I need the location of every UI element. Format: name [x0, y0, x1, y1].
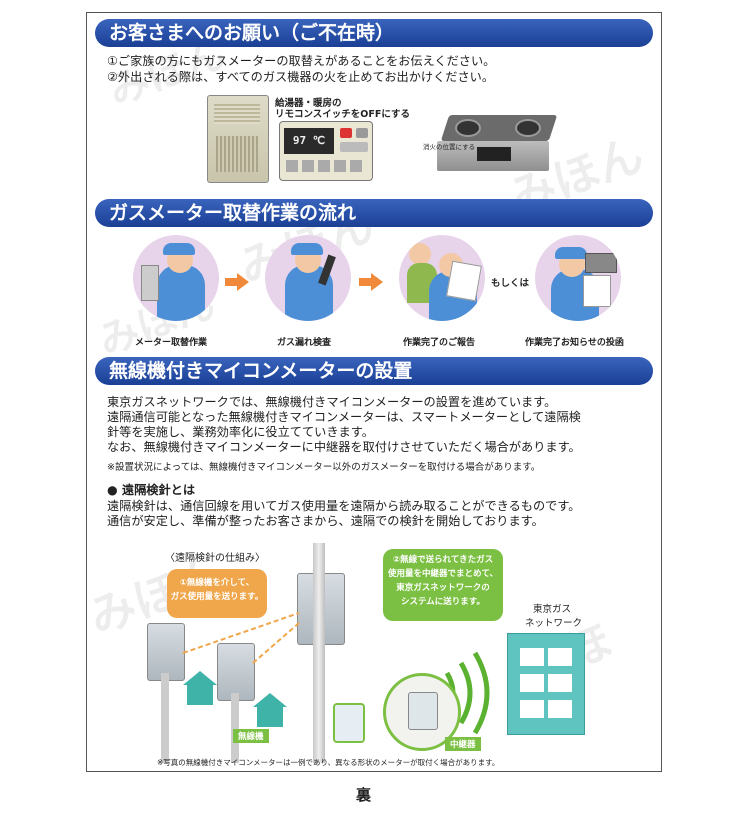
- bubble-wireless-transmission: ①無線機を介して、 ガス使用量を送ります。: [167, 569, 267, 618]
- bubble2-line2: 使用量を中継器でまとめて、: [387, 569, 499, 579]
- wireless-signal-arc: [458, 661, 473, 725]
- wireless-paragraph-2a: 遠隔通信可能となった無線機付きマイコンメーターは、スマートメーターとして遠隔検: [107, 410, 581, 424]
- step-caption-4: 作業完了お知らせの投函: [525, 338, 624, 348]
- gas-stove-illustration: [437, 109, 558, 175]
- photo-footnote: ※写真の無線機付きマイコンメーターは一例であり、異なる形状のメーターが取付く場合…: [157, 758, 500, 767]
- flow-arrow: [359, 278, 371, 286]
- diagram-title: 〈遠隔検針の仕組み〉: [165, 553, 265, 564]
- wireless-paragraph-2b: 針等を実施し、業務効率化に役立てていきます。: [107, 425, 374, 439]
- gas-pipe: [313, 543, 325, 763]
- bubble2-line1: ②無線で送られてきたガス: [392, 555, 494, 565]
- remote-switch-label-2: リモコンスイッチをOFFにする: [275, 109, 410, 120]
- request-line-2: ②外出される際は、すべてのガス機器の火を止めてお出かけください。: [107, 70, 495, 84]
- remote-reading-paragraph-2: 通信が安定し、準備が整ったお客さまから、遠隔での検針を開始しております。: [107, 514, 544, 528]
- step-leak-inspection-illustration: [265, 235, 351, 321]
- bubble1-line1: ①無線機を介して、: [179, 578, 255, 588]
- gas-meter-illustration: [217, 643, 255, 701]
- request-line-1: ①ご家族の方にもガスメーターの取替えがあることをお伝えください。: [107, 54, 496, 68]
- wireless-unit-tag: 無線機: [233, 729, 269, 743]
- section-header-flow: ガスメーター取替作業の流れ: [95, 199, 653, 227]
- relay-device-illustration: [333, 703, 365, 743]
- step-caption-3: 作業完了のご報告: [403, 338, 476, 348]
- network-label-1: 東京ガス: [533, 604, 572, 615]
- remote-reading-heading: ● 遠隔検針とは: [107, 483, 196, 497]
- bubble-relay-aggregation: ②無線で送られてきたガス 使用量を中継器でまとめて、 東京ガスネットワークの シ…: [383, 549, 503, 621]
- document-sheet: みほん みほん みほん みほん みほん みほん お客さまへのお願い（ご不在時） …: [86, 12, 662, 772]
- step-caption-2: ガス漏れ検査: [277, 338, 332, 348]
- house-icon: [257, 707, 283, 727]
- installation-note: ※設置状況によっては、無線機付きマイコンメーター以外のガスメーターを取付ける場合…: [107, 462, 541, 473]
- step-meter-replacement-illustration: [133, 235, 219, 321]
- remote-reading-paragraph-1: 遠隔検針は、通信回線を用いてガス使用量を遠隔から読み取ることができるものです。: [107, 499, 581, 513]
- water-heater-illustration: [207, 95, 269, 183]
- relay-zoom-circle: [383, 673, 461, 751]
- stove-knob-label: 消火の位置にする: [423, 143, 476, 151]
- step-notice-posting-illustration: [535, 235, 621, 321]
- gas-pipe: [161, 673, 169, 763]
- section-header-wireless-meter: 無線機付きマイコンメーターの設置: [95, 357, 653, 385]
- network-building-illustration: [507, 633, 585, 735]
- wireless-paragraph-1: 東京ガスネットワークでは、無線機付きマイコンメーターの設置を進めています。: [107, 395, 557, 409]
- flow-arrow-head: [237, 273, 249, 291]
- wireless-link-line: [182, 612, 300, 654]
- section-header-request: お客さまへのお願い（ご不在時）: [95, 19, 653, 47]
- house-roof-icon: [183, 671, 217, 685]
- network-label-2: ネットワーク: [525, 618, 583, 629]
- remote-display: 97 ℃ 40: [284, 128, 334, 173]
- house-icon: [187, 685, 213, 705]
- or-label: もしくは: [491, 278, 530, 289]
- step-caption-1: メーター取替作業: [135, 338, 208, 348]
- house-roof-icon: [253, 693, 287, 707]
- step-completion-report-illustration: [399, 235, 485, 321]
- wireless-link-line: [252, 622, 300, 664]
- flow-arrow: [225, 278, 237, 286]
- gas-meter-illustration: [147, 623, 185, 681]
- remote-switch-label-1: 給湯器・暖房の: [275, 98, 342, 109]
- wireless-signal-arc: [472, 651, 490, 735]
- relay-tag: 中継器: [445, 737, 481, 751]
- bubble2-line3: 東京ガスネットワークの: [396, 583, 490, 593]
- bubble2-line4: システムに送ります。: [401, 597, 485, 607]
- gas-pipe: [231, 693, 239, 763]
- flow-arrow-head: [371, 273, 383, 291]
- bubble1-line2: ガス使用量を送ります。: [170, 592, 264, 602]
- page-side-label: 裏: [356, 786, 372, 804]
- remote-control-illustration: 97 ℃ 40: [279, 121, 373, 181]
- wireless-paragraph-3: なお、無線機付きマイコンメーターに中継器を取付けさせていただく場合があります。: [107, 440, 581, 454]
